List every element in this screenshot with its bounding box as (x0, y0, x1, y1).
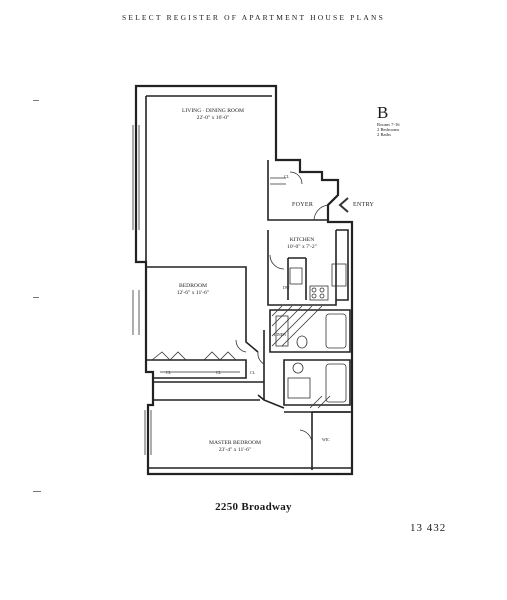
hatched-shaft (309, 395, 331, 409)
unit-letter: B (377, 103, 389, 122)
door-swing (203, 351, 237, 361)
bedroom-closet-label: CL (166, 370, 172, 375)
margin-mark (33, 297, 39, 298)
refrigerator (331, 263, 347, 287)
margin-mark (33, 491, 41, 492)
dw-label: DW (283, 285, 290, 290)
hall-wall (257, 330, 285, 409)
master-bedroom-label: MASTER BEDROOM 23'-4" x 11'-6" (190, 440, 280, 453)
linen-label: LINEN (274, 332, 286, 337)
master-bedroom-dims: 23'-4" x 11'-6" (218, 446, 252, 453)
building-address: 2250 Broadway (215, 501, 292, 513)
toilet-two (292, 362, 304, 374)
foyer-wall (267, 160, 328, 221)
entry-label: ENTRY (353, 202, 375, 208)
master-window (144, 410, 152, 455)
kitchen-dims: 10'-0" x 7'-2" (287, 243, 317, 250)
bedroom-name: BEDROOM (179, 283, 207, 289)
bath-two-wall (283, 359, 351, 406)
kitchen-upper-counter (336, 229, 349, 301)
bedroom-closet-wall (146, 359, 247, 379)
door-swing (299, 429, 313, 443)
legend-bedrooms: 2 Bedrooms (377, 127, 400, 132)
door-swing (151, 351, 187, 361)
bedroom-label: BEDROOM 12'-6" x 11'-6" (158, 283, 228, 296)
bathtub (325, 313, 347, 349)
bedroom-wall (146, 266, 259, 353)
hall-closet-label: CL (250, 370, 256, 375)
margin-mark (33, 100, 39, 101)
wic-label: WIC (322, 437, 330, 442)
legend-baths: 2 Baths (377, 132, 391, 137)
scale-note: ALL DIMENSIONS APPROXIMATE (292, 472, 342, 476)
bedroom-window (132, 290, 140, 335)
bedroom-dims: 12'-6" x 11'-6" (176, 289, 210, 296)
door-swing (257, 351, 265, 365)
door-swing (289, 171, 303, 185)
door-swing (313, 204, 329, 221)
kitchen-label: KITCHEN 10'-0" x 7'-2" (277, 237, 327, 250)
living-window (132, 125, 140, 230)
hatched-shaft (271, 305, 323, 347)
toilet (296, 335, 308, 349)
bathtub-two (325, 363, 347, 403)
door-swing (235, 339, 247, 353)
stove (309, 285, 329, 301)
sink (289, 267, 303, 285)
master-bedroom-north-wall (153, 381, 352, 413)
foyer-closet-label: CL (284, 174, 290, 179)
living-room-name: LIVING · DINING ROOM (182, 108, 244, 114)
kitchen-name: KITCHEN (289, 237, 315, 243)
master-bedroom-name: MASTER BEDROOM (208, 440, 262, 446)
living-room-dims: 22'-0" x 16'-0" (196, 114, 230, 121)
closet-shelf (270, 177, 286, 185)
kitchen-counter (287, 257, 307, 300)
vanity-two (287, 377, 311, 399)
outer-wall (134, 84, 354, 476)
entry-arrow-icon (338, 197, 349, 213)
page-number: 13 432 (410, 522, 447, 534)
kitchen-wall (267, 230, 337, 306)
bedroom-closet-label-two: CL (216, 370, 222, 375)
bath-wall (269, 309, 351, 353)
living-room-label: LIVING · DINING ROOM 22'-0" x 16'-0" (163, 108, 263, 121)
door-swing (269, 254, 285, 270)
page-header: SELECT REGISTER OF APARTMENT HOUSE PLANS (121, 13, 386, 22)
foyer-label: FOYER (292, 202, 314, 208)
wic-wall (311, 411, 350, 470)
legend-rooms: Rooms 7-16 (377, 122, 400, 127)
